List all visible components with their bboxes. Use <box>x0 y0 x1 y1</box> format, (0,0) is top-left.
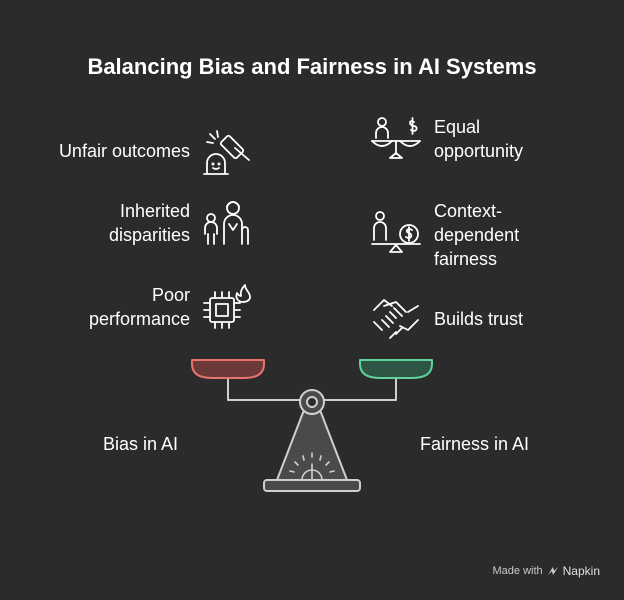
label-equal-opportunity: Equal opportunity <box>434 117 524 161</box>
label-context-dependent-fairness: Context- dependent fairness <box>434 201 520 269</box>
scale-base <box>263 479 361 492</box>
label-inherited-disparities: Inherited disparities <box>108 201 190 245</box>
label-builds-trust: Builds trust <box>434 309 524 329</box>
fairness-pan <box>359 359 433 379</box>
gavel-icon <box>203 130 250 175</box>
handshake-icon <box>373 299 419 339</box>
watermark-prefix: Made with <box>492 565 543 577</box>
watermark-brand: Napkin <box>562 564 600 578</box>
balance-scale <box>191 359 433 492</box>
label-unfair-outcomes: Unfair outcomes <box>58 141 190 161</box>
fairness-heading: Fairness in AI <box>420 434 530 454</box>
page-title: Balancing Bias and Fairness in AI System… <box>87 54 537 79</box>
person-coin-balance-icon <box>371 211 421 253</box>
person-on-scale-icon <box>371 117 421 159</box>
napkin-watermark[interactable]: Made with Napkin <box>493 564 601 578</box>
label-poor-performance: Poor performance <box>88 285 190 329</box>
bias-pan <box>191 359 265 379</box>
gauge-icon <box>289 452 335 481</box>
bias-heading: Bias in AI <box>103 434 179 454</box>
napkin-logo-icon <box>547 567 558 575</box>
family-icon <box>204 201 249 245</box>
overheated-chip-icon <box>203 284 251 329</box>
